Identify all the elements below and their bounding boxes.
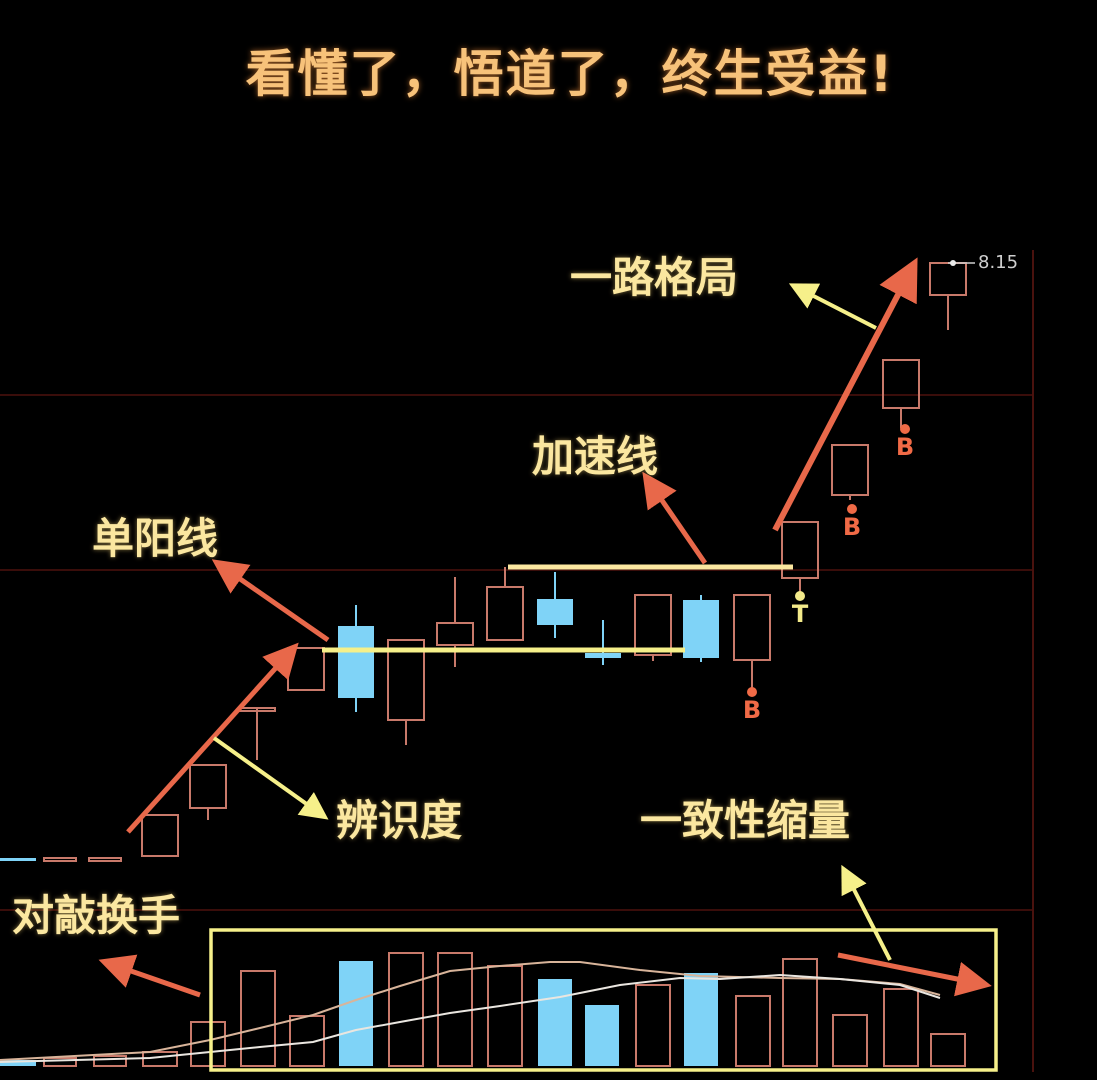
candle-up (141, 814, 179, 857)
candle-up (781, 521, 819, 579)
volume-bar-up (93, 1055, 127, 1067)
candle-up (486, 586, 524, 641)
page-title: 看懂了，悟道了，终生受益! (245, 45, 895, 103)
trend-arrow-breakout (772, 257, 918, 532)
annotation-arrows (98, 257, 992, 998)
grid-lines (0, 250, 1034, 1072)
candle-up (882, 359, 920, 409)
candle-up (634, 594, 672, 656)
candle-down (0, 858, 36, 861)
candle-down (683, 600, 719, 658)
volume-bar-up (487, 965, 523, 1067)
volume-bar-up (832, 1014, 868, 1067)
arrow-to-bianshi-du (212, 736, 329, 820)
candle-up (436, 622, 474, 646)
moving-average-lines (0, 961, 941, 1063)
volume-bar-down (538, 979, 572, 1066)
candle-down (585, 653, 621, 658)
candle-up (43, 857, 77, 862)
candle-up (287, 647, 325, 691)
candle-down (537, 599, 573, 625)
volume-bar-up (190, 1021, 226, 1067)
candle-up (189, 764, 227, 809)
arrow-to-yilu-geju (788, 283, 877, 330)
annotation-duiqiao-huanshou: 对敲换手 (12, 891, 181, 940)
signal-t-marker: T (792, 600, 809, 628)
annotation-yilu-geju: 一路格局 (570, 253, 739, 302)
volume-bar-up (240, 970, 276, 1067)
volume-bar-down (585, 1005, 619, 1066)
annotation-jiasu-xian: 加速线 (532, 432, 659, 481)
arrow-duiqiao-huanshou (98, 954, 201, 998)
candle-up (929, 262, 967, 296)
ma-line (0, 973, 941, 1063)
volume-bar-up (930, 1033, 966, 1067)
arrow-to-jiasu-xian (642, 471, 708, 565)
trade-signals: B T B B (743, 424, 914, 724)
candle-up (733, 594, 771, 661)
annotation-lines (322, 564, 793, 653)
volume-bar-down (339, 961, 373, 1066)
volume-bar-up (735, 995, 771, 1067)
volume-bars (0, 952, 966, 1067)
volume-bar-up (782, 958, 818, 1067)
arrow-volume-shrink (837, 952, 992, 997)
annotation-bianshi-du: 辨识度 (336, 796, 463, 845)
candle-up (88, 857, 122, 862)
price-label-high: 8.15 (978, 252, 1019, 273)
signal-b-marker: B (896, 433, 914, 461)
annotation-dan-yang-xian: 单阳线 (92, 514, 219, 563)
candle-up (387, 639, 425, 721)
signal-b-marker: B (843, 513, 861, 541)
volume-bar-down (0, 1060, 36, 1066)
volume-bar-up (883, 988, 919, 1067)
signal-b-marker: B (743, 696, 761, 724)
price-marker-dot (950, 260, 956, 266)
arrow-to-yizhixing-suoliang (841, 864, 892, 961)
arrow-to-dan-yang-xian (211, 559, 330, 643)
candle-down (338, 626, 374, 698)
annotation-yizhixing-suoliang: 一致性缩量 (640, 796, 851, 845)
volume-bar-up (388, 952, 424, 1067)
volume-highlight-box (209, 928, 998, 1072)
ma-line (0, 961, 941, 1061)
trend-arrow-rise (126, 642, 299, 834)
volume-bar-up (635, 984, 671, 1067)
volume-bar-down (684, 973, 718, 1066)
candle-up (831, 444, 869, 496)
volume-bar-up (43, 1057, 77, 1067)
